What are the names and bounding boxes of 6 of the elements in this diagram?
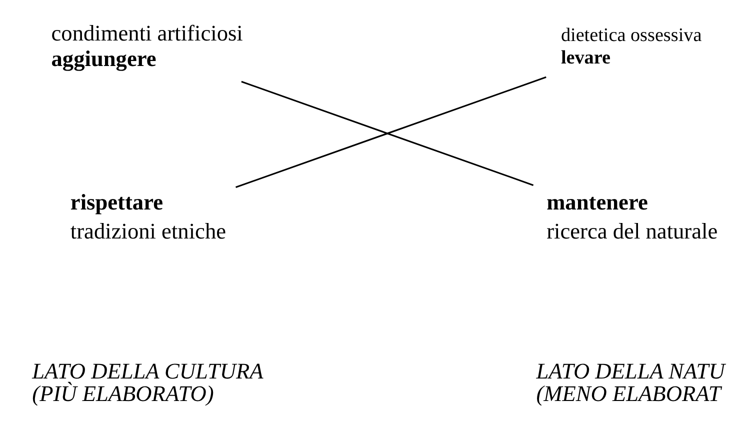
node-text: condimenti artificiosi aggiungere (51, 20, 243, 71)
label: LATO DELLA NATU (MENO ELABORAT (536, 358, 725, 406)
label: LATO DELLA CULTURA (PIÙ ELABORATO) (32, 358, 264, 406)
node-text: rispettare tradizioni etniche (70, 190, 226, 244)
node-text: mantenere ricerca del naturale (546, 190, 718, 244)
node-text: dietetica ossessiva levare (560, 25, 702, 68)
